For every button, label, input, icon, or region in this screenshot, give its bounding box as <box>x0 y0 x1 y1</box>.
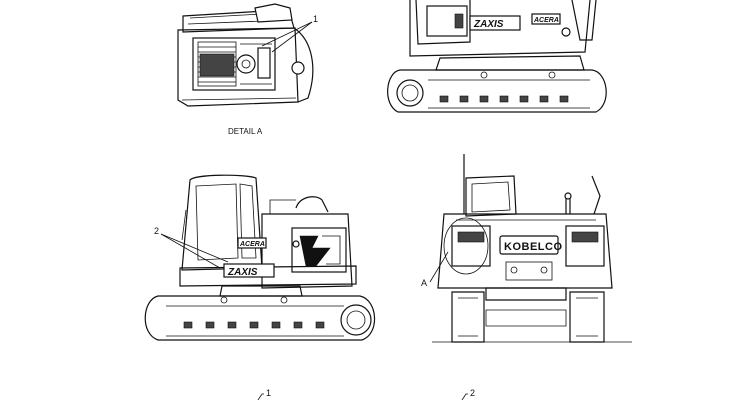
callout-1-top: 1 <box>261 14 318 53</box>
part-ref-1: 1 <box>257 388 271 400</box>
callout-a-label: A <box>421 278 427 288</box>
side-view-right-machine: ZAXIS ACERA <box>387 0 607 113</box>
model-decal-left: ZAXIS <box>223 263 275 278</box>
callout-1-top-label: 1 <box>313 14 318 24</box>
part-ref-1-label: 1 <box>266 388 271 398</box>
side-view-left-machine: ACERA ZAXIS <box>144 174 376 341</box>
part-ref-2: 2 <box>461 388 475 400</box>
rear-view-machine: KOBELCO <box>432 154 632 343</box>
svg-text:ZAXIS: ZAXIS <box>473 19 504 30</box>
detail-a-caption: DETAIL A <box>228 127 263 136</box>
callout-2-middle: 2 <box>154 226 229 269</box>
model-decal-right: ZAXIS <box>469 15 521 31</box>
svg-text:ACERA: ACERA <box>239 241 265 248</box>
engine-hood-graphic <box>292 235 341 267</box>
brand-decal-rear: KOBELCO <box>499 235 563 255</box>
callout-a-rear: A <box>421 217 489 288</box>
svg-text:KOBELCO: KOBELCO <box>504 241 563 253</box>
series-decal-left: ACERA <box>237 237 267 249</box>
svg-text:ZAXIS: ZAXIS <box>227 267 258 278</box>
part-ref-2-label: 2 <box>470 388 475 398</box>
svg-text:ACERA: ACERA <box>533 17 559 24</box>
series-decal-right: ACERA <box>531 13 561 25</box>
detail-a-engine-view <box>177 3 314 107</box>
callout-2-middle-label: 2 <box>154 226 159 236</box>
